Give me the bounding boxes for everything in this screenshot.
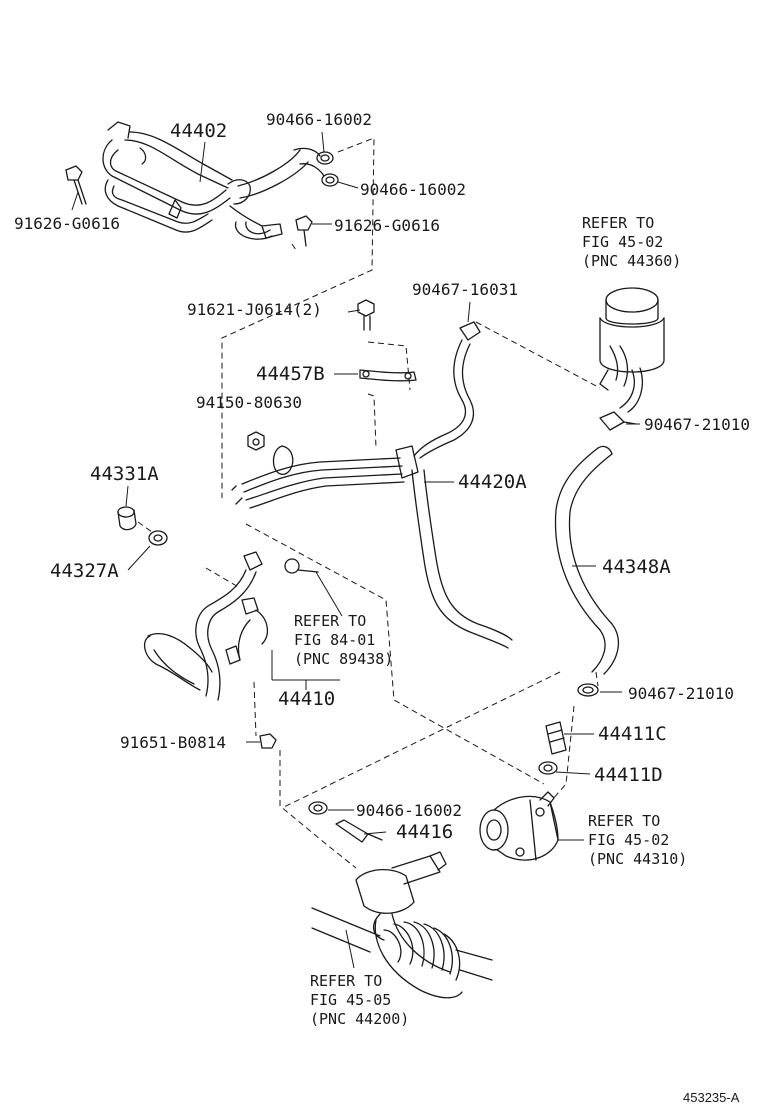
gasket-44327a <box>149 531 167 545</box>
pressure-tube-44420a <box>232 322 512 648</box>
label-90466-16002-mid[interactable]: 90466-16002 <box>360 180 466 199</box>
reference-note-44310[interactable]: REFER TO FIG 45-02 (PNC 44310) <box>588 812 687 869</box>
hose-clamp-90467-upper <box>600 412 636 430</box>
label-44457b[interactable]: 44457B <box>256 363 325 385</box>
hose-clamp-90466-upper <box>294 148 338 186</box>
assembly-dashed-lines <box>138 138 600 868</box>
union-44411c <box>546 722 566 754</box>
reservoir-tank <box>600 288 664 412</box>
label-44348a[interactable]: 44348A <box>602 556 671 578</box>
nut-94150 <box>248 432 264 450</box>
reference-line: (PNC 44200) <box>310 1010 410 1028</box>
bracket-44457b <box>360 370 416 381</box>
label-44416[interactable]: 44416 <box>396 821 454 843</box>
reference-line: (PNC 44310) <box>588 850 688 868</box>
reference-line: REFER TO <box>310 972 383 990</box>
reference-line: (PNC 89438) <box>294 650 394 668</box>
reference-line: FIG 45-02 <box>582 233 664 251</box>
label-44420a[interactable]: 44420A <box>458 471 527 493</box>
bolt-91621 <box>358 300 374 330</box>
reference-line: (PNC 44360) <box>582 252 682 270</box>
label-44410[interactable]: 44410 <box>278 688 336 710</box>
bolt-91626-right <box>296 216 312 246</box>
reference-line: REFER TO <box>582 214 655 232</box>
return-tube-44410 <box>145 552 318 700</box>
label-90467-21010-lower[interactable]: 90467-21010 <box>628 684 734 703</box>
reference-line: FIG 84-01 <box>294 631 376 649</box>
union-44416 <box>336 820 382 842</box>
power-steering-pump <box>480 792 558 860</box>
reference-note-44360[interactable]: REFER TO FIG 45-02 (PNC 44360) <box>582 214 681 271</box>
reference-line: FIG 45-05 <box>310 991 392 1009</box>
reference-note-44200[interactable]: REFER TO FIG 45-05 (PNC 44200) <box>310 972 409 1029</box>
label-44402[interactable]: 44402 <box>170 120 228 142</box>
hose-clamp-90467-lower <box>578 684 598 696</box>
label-90467-21010-upper[interactable]: 90467-21010 <box>644 415 750 434</box>
label-91626-g0616-right[interactable]: 91626-G0616 <box>334 216 440 235</box>
gasket-44411d <box>539 762 557 774</box>
label-91621-j0614[interactable]: 91621-J0614(2) <box>187 300 322 319</box>
reference-line: REFER TO <box>294 612 367 630</box>
figure-id: 453235-A <box>683 1090 740 1105</box>
label-91626-g0616-left[interactable]: 91626-G0616 <box>14 214 120 233</box>
hose-clamp-90466-lower <box>309 802 327 814</box>
label-90466-16002-lower[interactable]: 90466-16002 <box>356 801 462 820</box>
label-94150-80630[interactable]: 94150-80630 <box>196 393 302 412</box>
return-hose-44348a <box>555 446 618 674</box>
label-44411c[interactable]: 44411C <box>598 723 667 745</box>
label-90466-16002-top[interactable]: 90466-16002 <box>266 110 372 129</box>
label-90467-16031[interactable]: 90467-16031 <box>412 280 518 299</box>
reference-note-89438[interactable]: REFER TO FIG 84-01 (PNC 89438) <box>294 612 393 669</box>
label-44411d[interactable]: 44411D <box>594 764 663 786</box>
leader-lines <box>72 132 640 968</box>
cooler-tube-44402 <box>103 122 308 239</box>
label-44331a[interactable]: 44331A <box>90 463 159 485</box>
label-91651-b0814[interactable]: 91651-B0814 <box>120 733 226 752</box>
union-bolt-44331a <box>118 507 136 530</box>
label-44327a[interactable]: 44327A <box>50 560 119 582</box>
bolt-91651 <box>260 734 276 748</box>
steering-gear-housing <box>312 852 492 998</box>
reference-line: REFER TO <box>588 812 661 830</box>
reference-line: FIG 45-02 <box>588 831 670 849</box>
